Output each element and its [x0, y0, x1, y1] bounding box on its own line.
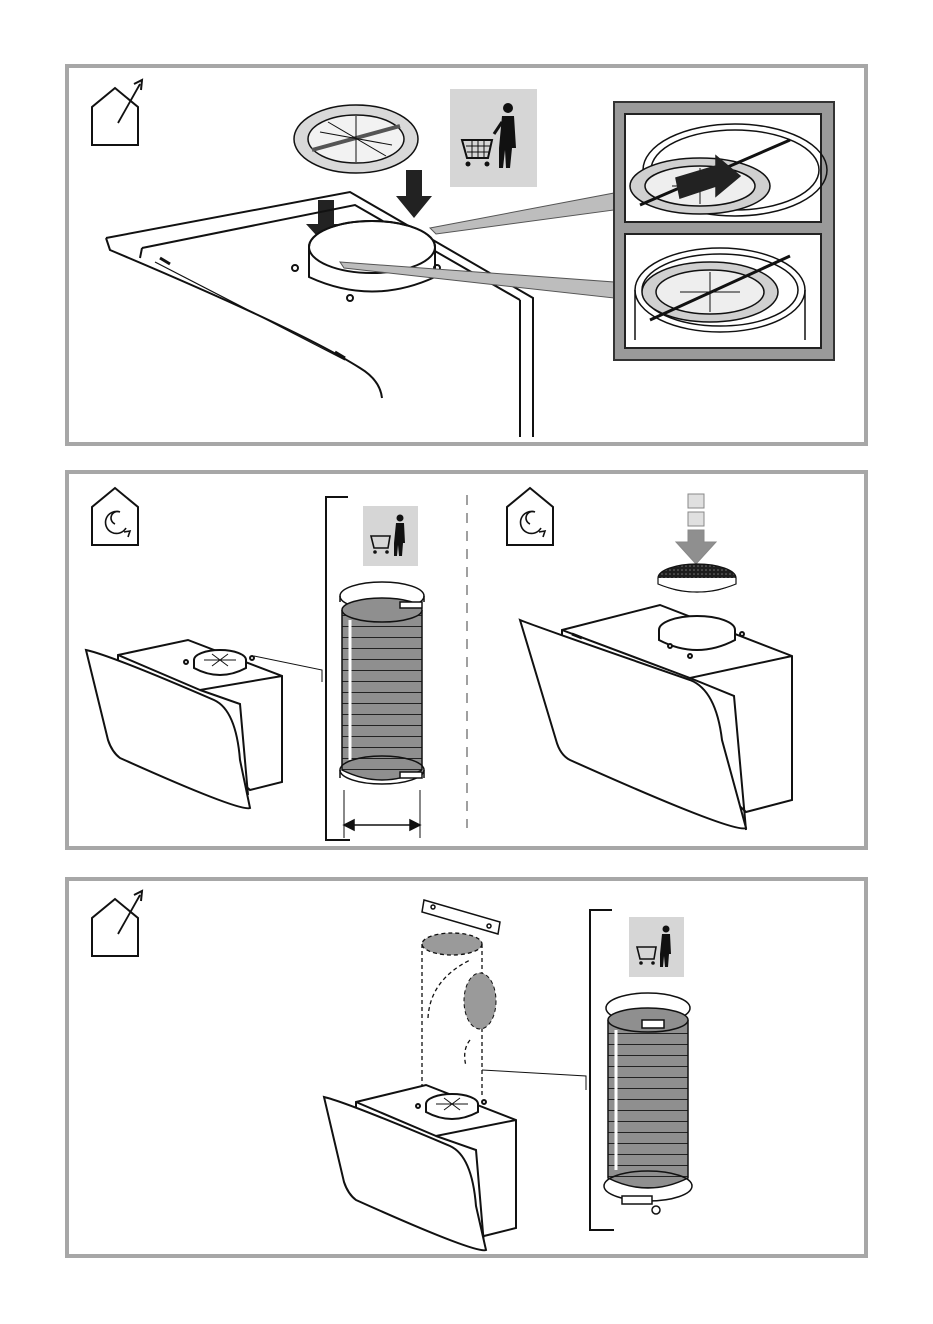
hood-with-collar-bottom: [324, 1085, 516, 1250]
filter-sequence-arrow: [676, 494, 716, 564]
wall-bracket: [422, 900, 500, 934]
diameter-arrow: [344, 820, 420, 830]
house-recirculation-icon-right: [507, 488, 553, 545]
house-exhaust-out-icon: [92, 80, 142, 145]
shopping-trolley-icon: [629, 917, 684, 977]
check-valve-flaps: [294, 105, 418, 173]
flexible-duct-with-clamps-bottom: [604, 993, 692, 1214]
hood-large: [520, 605, 792, 830]
wall-opening: [464, 973, 496, 1029]
flexible-duct-with-clamps: [340, 582, 424, 838]
duct-leader-line-bottom: [482, 1070, 586, 1090]
shopping-trolley-icon: [363, 506, 418, 566]
hood-with-collar: [86, 640, 282, 808]
shopping-trolley-icon: [450, 89, 537, 187]
house-recirculation-icon: [92, 488, 138, 545]
charcoal-filter: [658, 564, 736, 592]
house-exhaust-out-icon: [92, 891, 142, 956]
